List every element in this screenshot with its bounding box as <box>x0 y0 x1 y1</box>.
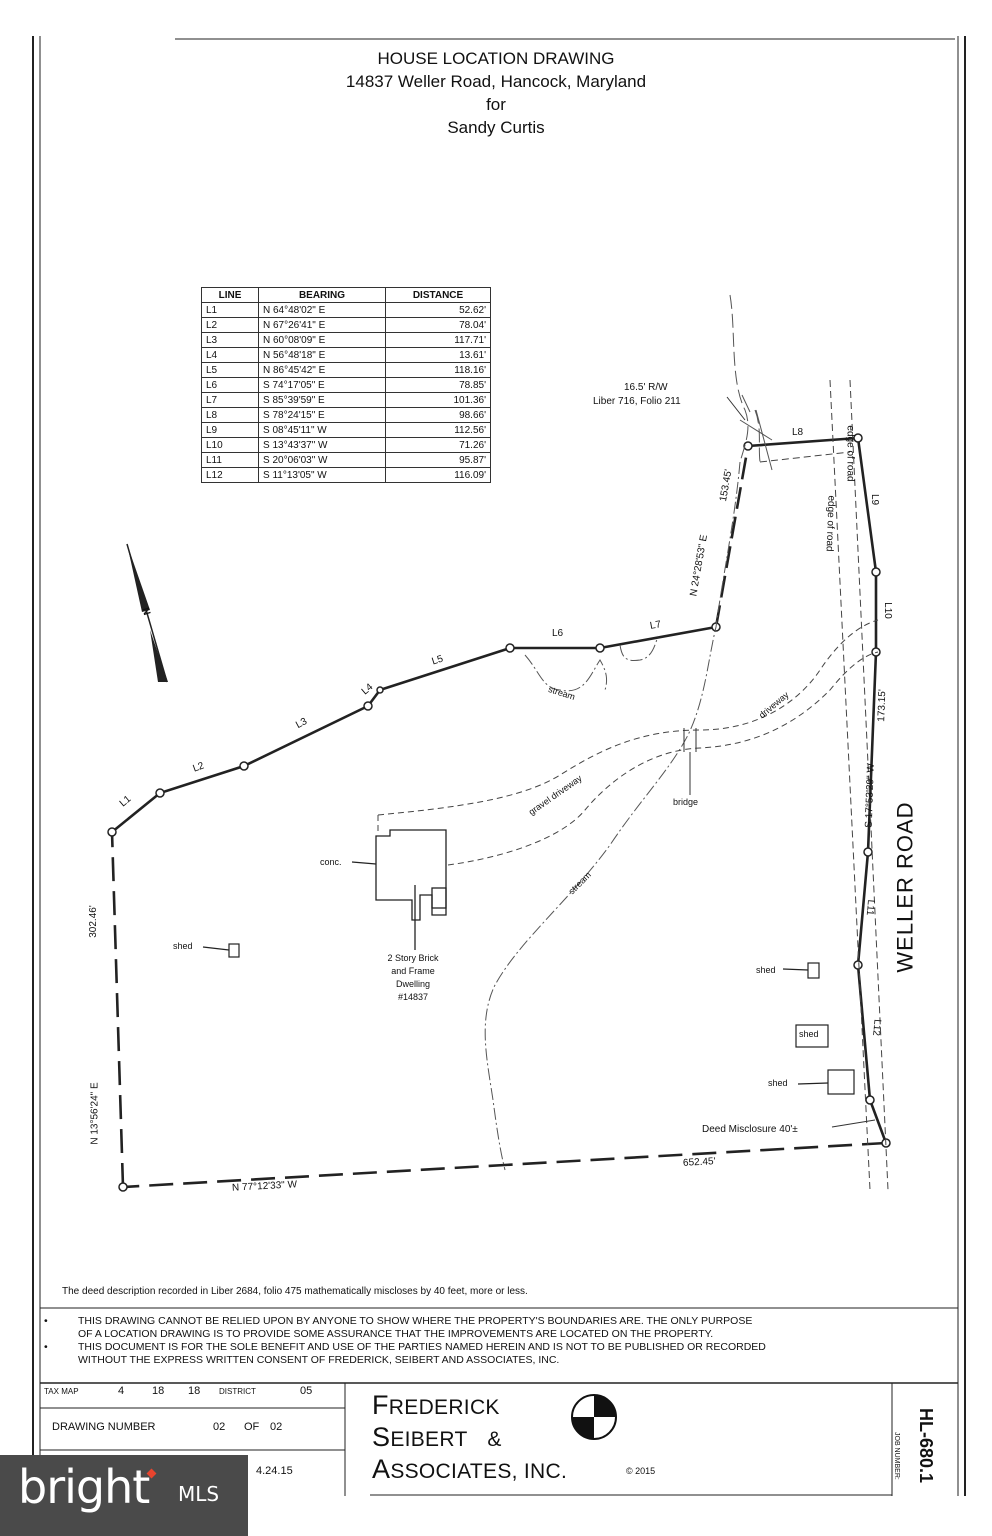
copyright: © 2015 <box>626 1466 656 1476</box>
driveway <box>377 619 879 866</box>
line-label: L8 <box>792 427 804 438</box>
tax-map-value: 4 <box>118 1385 125 1397</box>
of-label: OF <box>244 1421 260 1433</box>
list-item: OF A LOCATION DRAWING IS TO PROVIDE SOME… <box>44 1328 944 1341</box>
drawing-total: 02 <box>270 1421 283 1433</box>
road-edges <box>759 379 889 1191</box>
streams <box>484 461 741 1171</box>
bullet: • <box>44 1341 48 1353</box>
for-line: for <box>486 95 506 114</box>
address-line: 14837 Weller Road, Hancock, Maryland <box>345 72 647 91</box>
dwelling-label: Dwelling <box>395 979 430 989</box>
parcel-value: 18 <box>188 1385 201 1397</box>
sheet-border <box>32 36 966 1496</box>
firm-name-line-3: ASSOCIATES, INC. <box>372 1454 568 1484</box>
north-arrow-icon <box>126 543 168 683</box>
tax-map-label: TAX MAP <box>44 1387 79 1396</box>
road-edge-label: edge of road <box>844 425 856 482</box>
job-number-label: JOB NUMBER: <box>893 1432 900 1480</box>
road-edge-label: edge of road <box>823 495 837 552</box>
list-item: • THIS DOCUMENT IS FOR THE SOLE BENEFIT … <box>44 1341 944 1354</box>
dwelling-footprint <box>351 829 447 950</box>
bearing-label: N 13°56'24" E <box>89 1082 101 1145</box>
row-liber-label: Liber 716, Folio 211 <box>593 396 681 407</box>
shed-label: shed <box>756 965 776 975</box>
line-label: L10 <box>881 602 893 619</box>
dwelling-label: #14837 <box>397 992 429 1002</box>
line-label: L9 <box>869 493 881 506</box>
drawing-number-label: DRAWING NUMBER <box>52 1421 156 1433</box>
disclaimer-text: THIS DOCUMENT IS FOR THE SOLE BENEFIT AN… <box>78 1341 766 1353</box>
distance-label: 302.46' <box>87 905 99 938</box>
district-label: DISTRICT <box>219 1387 256 1396</box>
dwelling-label: and Frame <box>391 966 435 976</box>
table-header-row: LINE BEARING DISTANCE <box>201 287 491 303</box>
misclosure-label: Deed Misclosure 40'± <box>702 1124 798 1135</box>
disclaimer-text: OF A LOCATION DRAWING IS TO PROVIDE SOME… <box>78 1328 714 1340</box>
drawing-title: HOUSE LOCATION DRAWING <box>377 49 615 68</box>
drawing-number: 02 <box>213 1421 226 1433</box>
shed-label: shed <box>768 1078 788 1088</box>
grid-value: 18 <box>152 1385 165 1397</box>
table-cell: L12 <box>201 467 259 483</box>
firm-name-line-2: SEIBERT & <box>372 1422 502 1452</box>
watermark-mls: MLS <box>178 1482 220 1506</box>
line-label: L7 <box>649 619 662 632</box>
drawing-date: 4.24.15 <box>256 1465 293 1477</box>
leader-lines <box>726 396 876 1128</box>
watermark-brand: bright <box>18 1460 150 1514</box>
list-item: • THIS DRAWING CANNOT BE RELIED UPON BY … <box>44 1315 944 1328</box>
distance-label: 173.15' <box>876 689 889 722</box>
shed-footprints <box>202 943 855 1095</box>
bullet: • <box>44 1315 48 1327</box>
row-width-label: 16.5' R/W <box>624 382 668 393</box>
right-of-way <box>729 294 773 471</box>
line-label: L11 <box>863 899 877 916</box>
disclaimer-text: WITHOUT THE EXPRESS WRITTEN CONSENT OF F… <box>78 1354 560 1366</box>
property-boundary <box>110 436 888 1189</box>
firm-name-line-1: FREDERICK <box>372 1390 500 1420</box>
firm-logo-icon <box>571 1394 617 1440</box>
deed-note: The deed description recorded in Liber 2… <box>62 1286 528 1297</box>
line-label: L6 <box>552 628 564 639</box>
dwelling-label: 2 Story Brick <box>387 953 439 963</box>
road-name: WELLER ROAD <box>892 801 918 973</box>
bridge-label: bridge <box>673 797 699 807</box>
shed-label: shed <box>173 941 193 951</box>
disclaimer-list: • THIS DRAWING CANNOT BE RELIED UPON BY … <box>44 1315 944 1367</box>
disclaimer-text: THIS DRAWING CANNOT BE RELIED UPON BY AN… <box>78 1315 753 1327</box>
client-name: Sandy Curtis <box>447 118 545 137</box>
table-cell: 116.09' <box>385 467 491 483</box>
bearing-label: S 17°53'29" W <box>863 763 877 828</box>
distance-label: 652.45' <box>682 1156 716 1169</box>
job-number: HL-680.1 <box>916 1408 936 1484</box>
shed-label: shed <box>799 1029 819 1039</box>
list-item: WITHOUT THE EXPRESS WRITTEN CONSENT OF F… <box>44 1354 944 1367</box>
bridge-marker <box>683 728 697 795</box>
district-value: 05 <box>300 1385 313 1397</box>
line-label: L12 <box>870 1018 883 1037</box>
conc-label: conc. <box>320 857 342 867</box>
watermark-logo <box>0 1455 248 1536</box>
